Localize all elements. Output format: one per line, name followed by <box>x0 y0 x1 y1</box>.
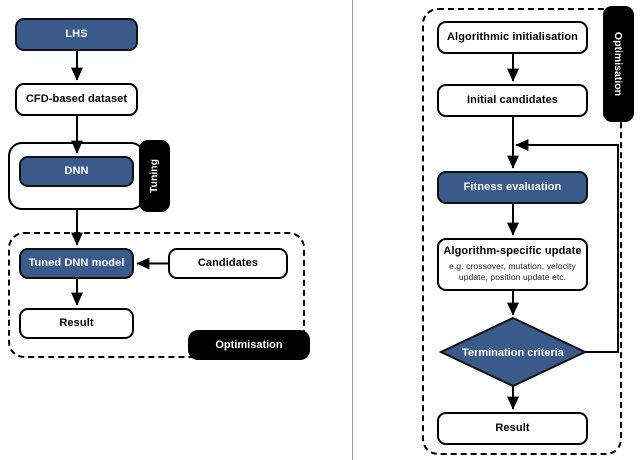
node-tuned-dnn-model[interactable]: Tuned DNN model <box>19 248 134 279</box>
left-optimisation-group-boundary <box>8 232 305 358</box>
panel-divider <box>352 0 353 460</box>
node-algorithm-specific-update-label: Algorithm-specific update <box>443 245 582 258</box>
node-tuned-dnn-model-label: Tuned DNN model <box>28 256 125 269</box>
node-candidates[interactable]: Candidates <box>168 248 288 279</box>
node-cfd-based-dataset[interactable]: CFD-based dataset <box>15 83 138 116</box>
node-result-left-label: Result <box>59 316 94 329</box>
node-result-left[interactable]: Result <box>19 308 134 339</box>
node-algorithm-specific-update[interactable]: Algorithm-specific update e.g. crossover… <box>437 238 588 291</box>
node-initial-candidates[interactable]: Initial candidates <box>437 84 588 117</box>
node-cfd-based-dataset-label: CFD-based dataset <box>25 92 128 105</box>
node-result-right[interactable]: Result <box>437 412 588 445</box>
node-fitness-evaluation-label: Fitness evaluation <box>463 180 562 193</box>
tuning-group-label: Tuning <box>139 140 170 212</box>
node-lhs-label: LHS <box>65 27 88 40</box>
right-optimisation-group-boundary <box>422 8 622 455</box>
node-dnn-label: DNN <box>64 164 89 177</box>
right-optimisation-group-label-text: Optimisation <box>612 31 625 97</box>
node-result-right-label: Result <box>495 421 530 434</box>
node-fitness-evaluation[interactable]: Fitness evaluation <box>437 171 588 204</box>
left-optimisation-group-label: Optimisation <box>188 330 310 360</box>
node-initial-candidates-label: Initial candidates <box>466 93 559 106</box>
node-candidates-label: Candidates <box>197 256 259 269</box>
right-optimisation-group-label: Optimisation <box>603 6 634 122</box>
node-algorithm-specific-update-subtext: e.g. crossover, mutation, velocity updat… <box>449 260 576 283</box>
tuning-group-label-text: Tuning <box>148 158 161 194</box>
node-algorithmic-initialisation[interactable]: Algorithmic initialisation <box>437 21 588 54</box>
node-algorithmic-initialisation-label: Algorithmic initialisation <box>447 30 578 43</box>
node-lhs[interactable]: LHS <box>15 18 138 51</box>
node-dnn[interactable]: DNN <box>19 156 134 187</box>
left-optimisation-group-label-text: Optimisation <box>215 339 283 351</box>
